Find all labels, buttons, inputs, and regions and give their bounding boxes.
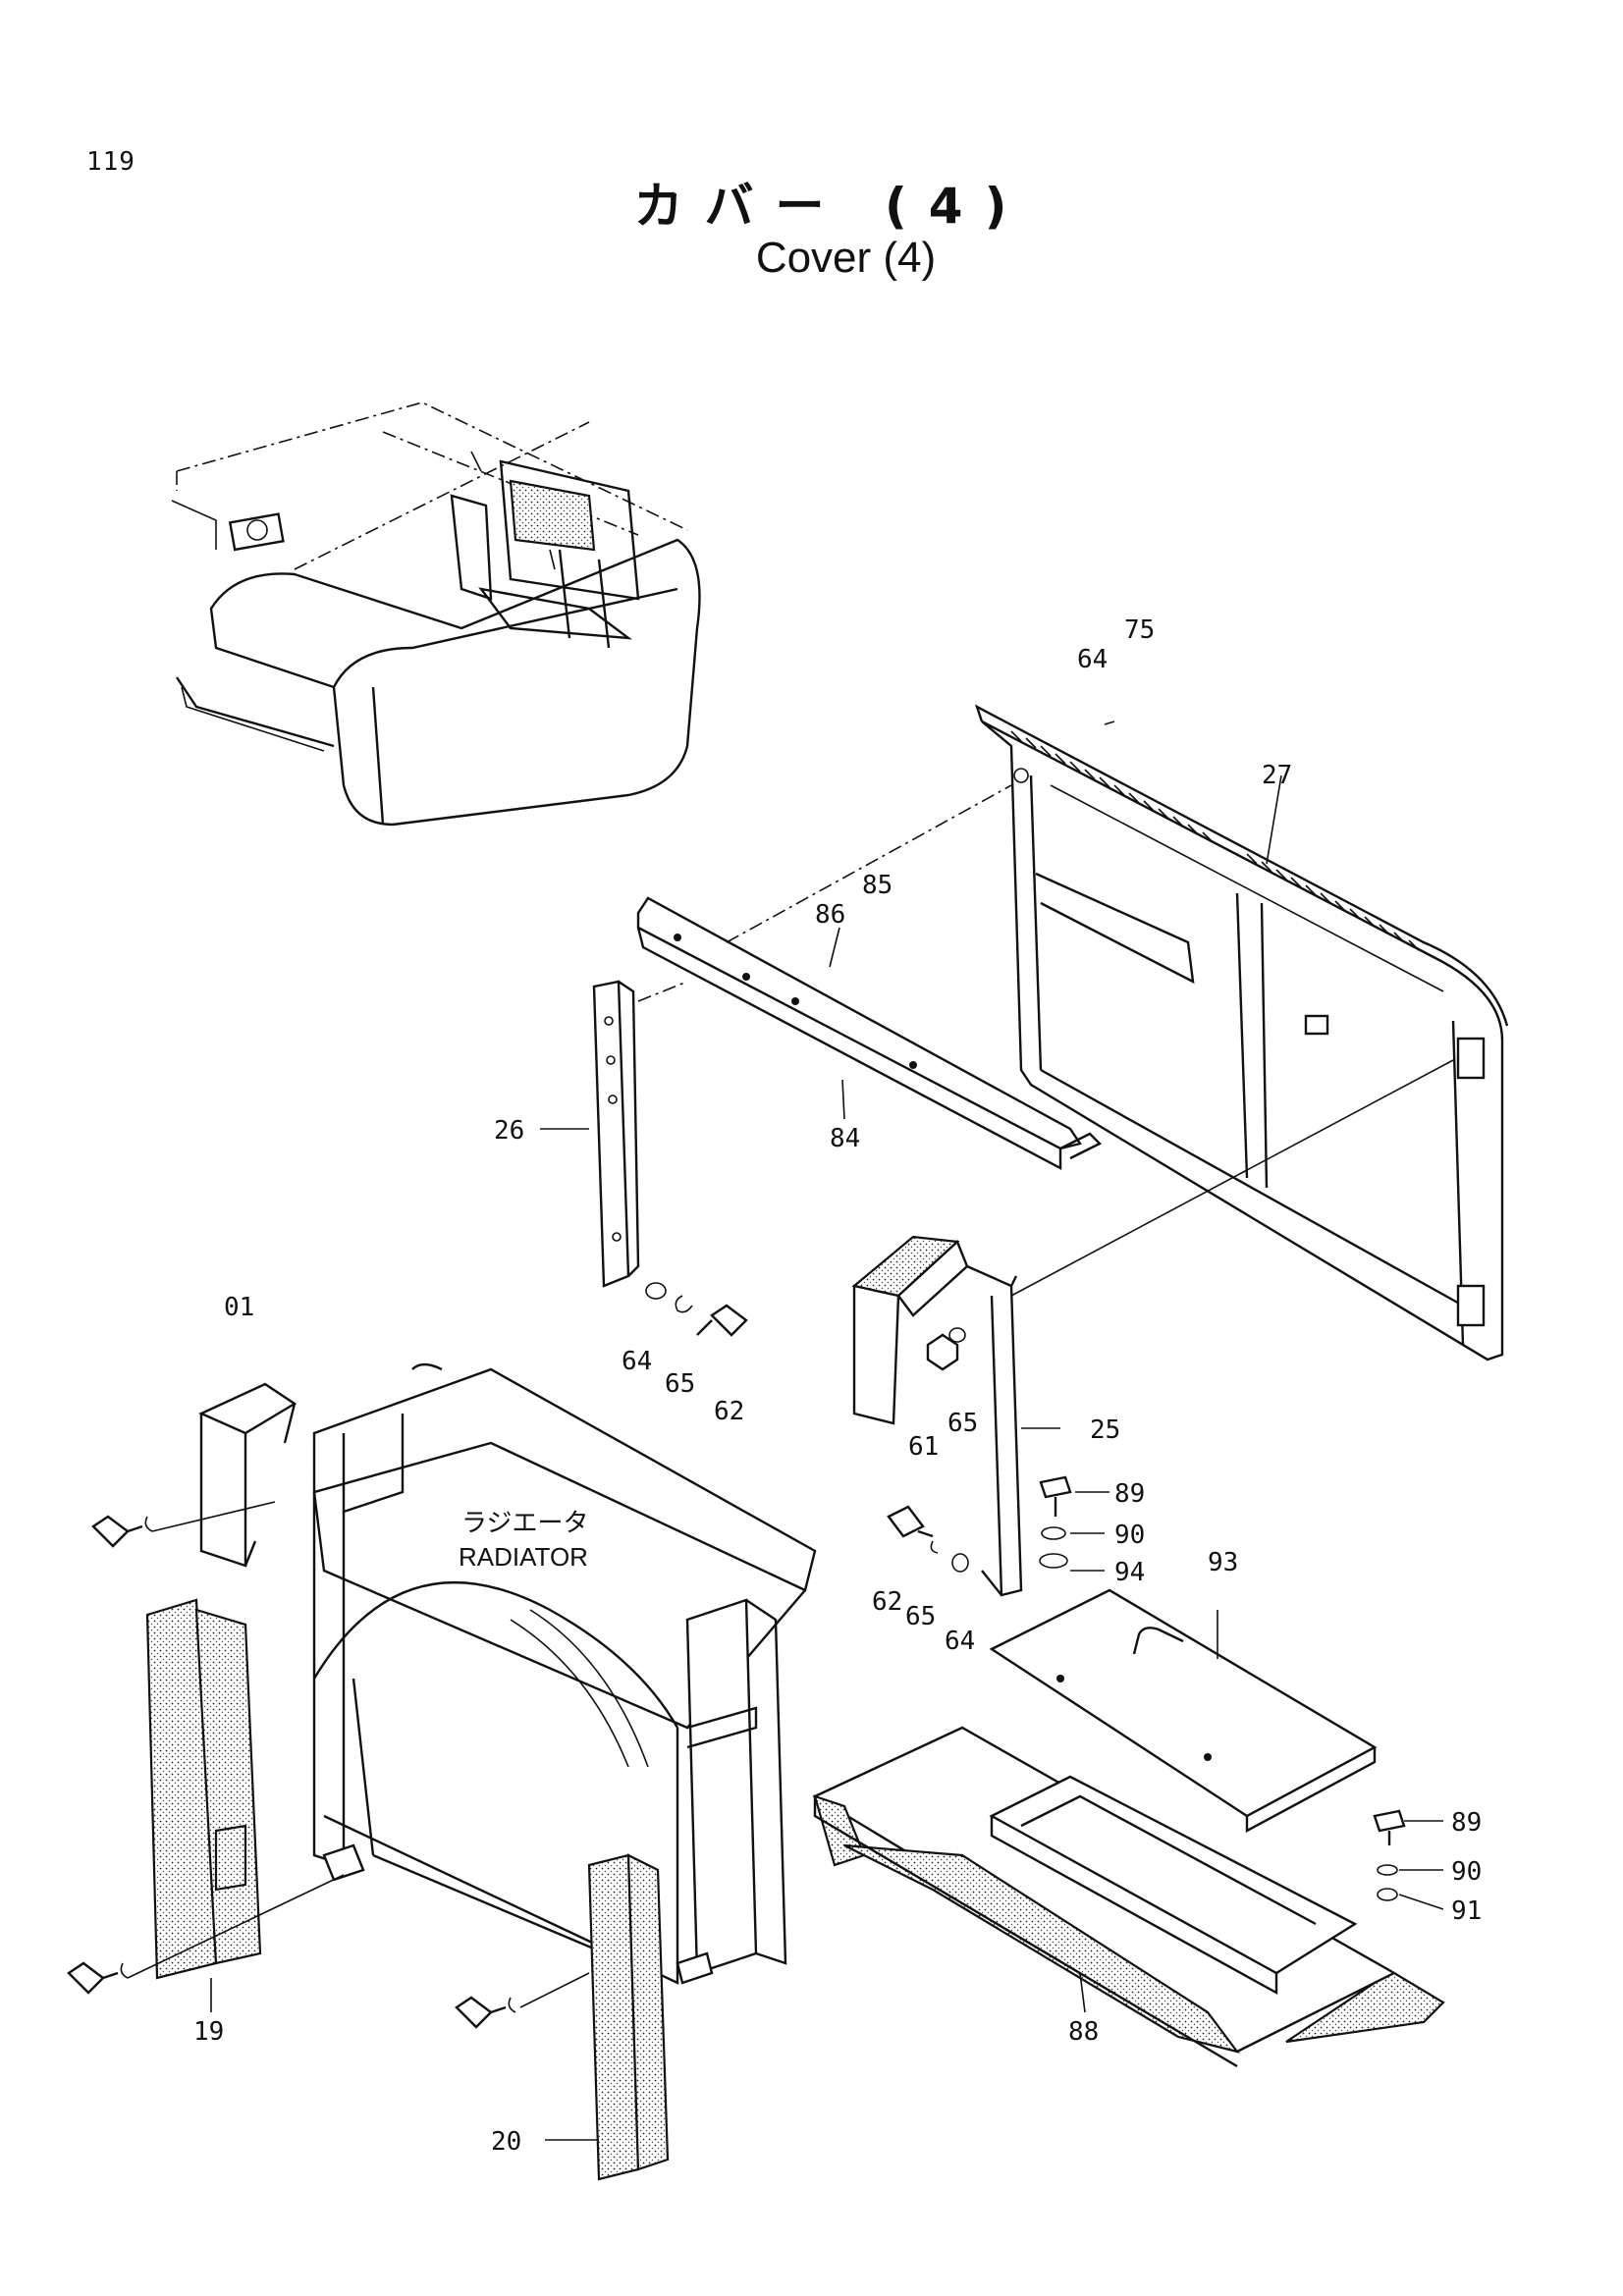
fasteners-bottom-right xyxy=(1373,1809,1406,1901)
callout-88: 88 xyxy=(1068,2017,1099,2047)
page-number: 119 xyxy=(86,147,135,177)
part-25-bracket xyxy=(851,1235,1023,1597)
callout-86: 86 xyxy=(815,900,845,930)
callout-65: 65 xyxy=(947,1409,978,1438)
callout-93: 93 xyxy=(1208,1548,1238,1577)
fasteners-middle xyxy=(887,1475,1072,1573)
callout-89: 89 xyxy=(1451,1808,1482,1838)
callout-25: 25 xyxy=(1090,1415,1120,1445)
callout-20: 20 xyxy=(491,2127,521,2157)
part-19-seal xyxy=(67,1598,262,1995)
part-84-bracket xyxy=(636,896,1103,1170)
part-88-tray xyxy=(812,1726,1445,2068)
callout-27: 27 xyxy=(1262,761,1292,790)
callout-62: 62 xyxy=(714,1397,744,1426)
callout-64: 64 xyxy=(622,1347,652,1376)
callout-65: 65 xyxy=(665,1369,695,1399)
callout-61: 61 xyxy=(908,1432,939,1462)
callout-94: 94 xyxy=(1114,1558,1145,1587)
callout-91: 91 xyxy=(1451,1896,1482,1926)
radiator-label-en: RADIATOR xyxy=(459,1542,588,1572)
callout-01: 01 xyxy=(224,1293,254,1322)
leader-lines xyxy=(127,721,1454,2141)
part-93-lid xyxy=(989,1588,1378,1834)
callout-90: 90 xyxy=(1114,1521,1145,1550)
callout-84: 84 xyxy=(830,1124,860,1153)
fasteners-left xyxy=(645,1282,748,1337)
callout-19: 19 xyxy=(193,2017,224,2047)
callout-26: 26 xyxy=(494,1116,524,1146)
callout-89: 89 xyxy=(1114,1479,1145,1509)
machine-overview xyxy=(171,401,701,827)
part-26-vertical-bar xyxy=(592,980,640,1288)
radiator-label-jp: ラジエータ xyxy=(461,1508,588,1537)
title-japanese: カバー (4) xyxy=(633,178,1029,235)
part-20-seal xyxy=(455,1853,670,2181)
callout-62: 62 xyxy=(872,1587,902,1617)
part-01-small-cover xyxy=(91,1382,298,1568)
callout-64: 64 xyxy=(945,1627,975,1656)
part-27-cover-panel xyxy=(974,704,1509,1362)
callout-90: 90 xyxy=(1451,1857,1482,1887)
callout-75: 75 xyxy=(1124,615,1155,645)
callout-numbers: 64 75 27 86 85 26 84 64 65 62 01 61 65 2… xyxy=(193,615,1482,2157)
callout-85: 85 xyxy=(862,871,893,900)
callout-64: 64 xyxy=(1077,645,1108,674)
title-english: Cover (4) xyxy=(755,234,937,282)
callout-65: 65 xyxy=(905,1602,936,1631)
radiator xyxy=(312,1362,817,1985)
